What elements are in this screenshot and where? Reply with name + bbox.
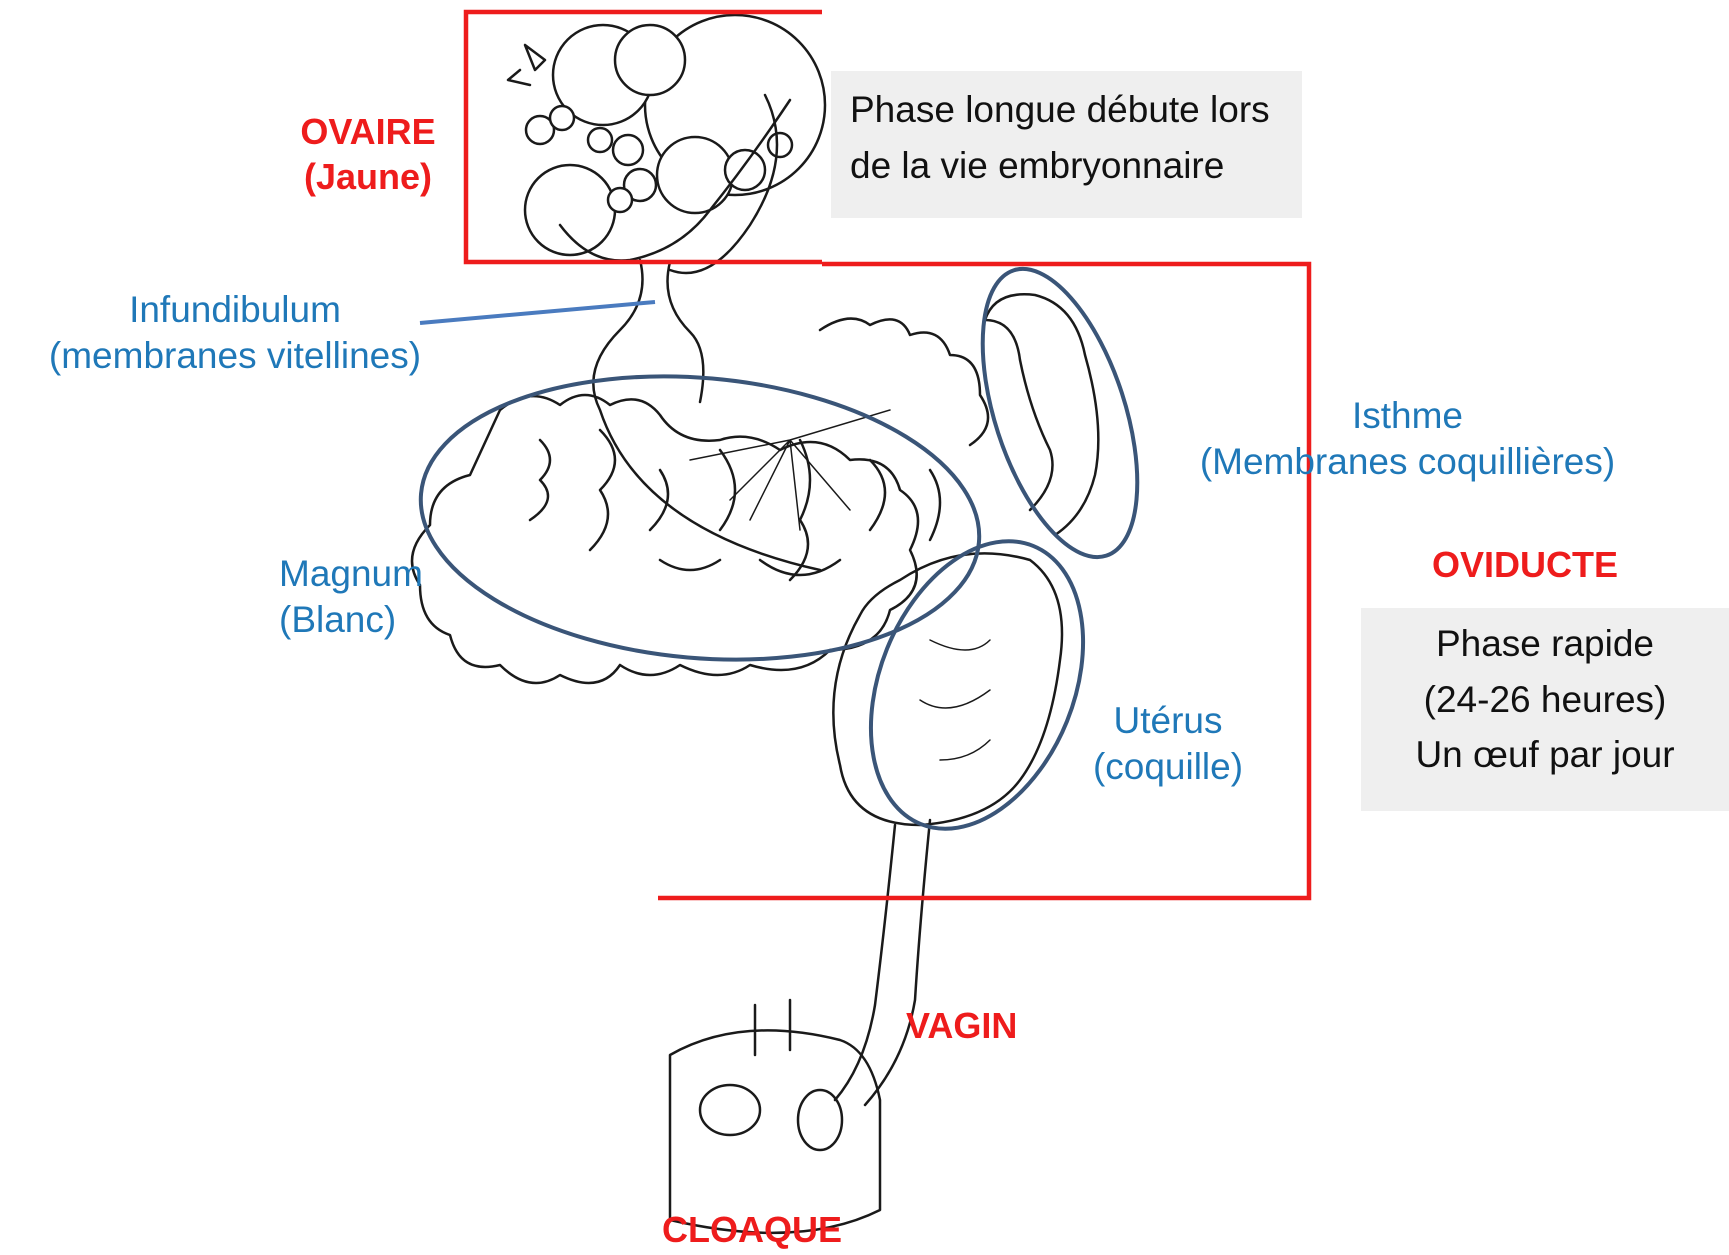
slow-phase-box: Phase longue débute lors de la vie embry…: [831, 71, 1302, 218]
ovary-title: OVAIRE: [283, 109, 453, 154]
magnum-label: Magnum (Blanc): [279, 551, 423, 644]
infundibulum-title: Infundibulum: [0, 287, 470, 333]
fast-phase-line2: (24-26 heures): [1361, 672, 1729, 728]
segment-rings: [409, 250, 1168, 860]
isthmus-subtitle: (Membranes coquillières): [1160, 439, 1655, 485]
magnum-subtitle: (Blanc): [279, 597, 423, 643]
oviduct-title: OVIDUCTE: [1432, 542, 1618, 587]
magnum-title: Magnum: [279, 551, 423, 597]
fast-phase-line3: Un œuf par jour: [1361, 727, 1729, 783]
vagina-title: VAGIN: [906, 1003, 1017, 1048]
magnum-ring: [409, 354, 991, 682]
fast-phase-line1: Phase rapide: [1361, 616, 1729, 672]
infundibulum-tube: [593, 260, 820, 570]
oviduct-label: OVIDUCTE: [1432, 542, 1618, 587]
ovary-subtitle: (Jaune): [283, 154, 453, 199]
cloaca-label: CLOAQUE: [662, 1207, 842, 1252]
vagina-label: VAGIN: [906, 1003, 1017, 1048]
uterus-subtitle: (coquille): [1068, 744, 1268, 790]
ovary-label: OVAIRE (Jaune): [283, 109, 453, 199]
fast-phase-box: Phase rapide (24-26 heures) Un œuf par j…: [1361, 608, 1729, 811]
isthmus-ring: [952, 250, 1168, 575]
infundibulum-subtitle: (membranes vitellines): [0, 333, 470, 379]
cloaca-shape: [670, 1030, 880, 1232]
uterus-title: Utérus: [1068, 698, 1268, 744]
isthmus-title: Isthme: [1160, 393, 1655, 439]
vagina-tube: [835, 820, 930, 1105]
slow-phase-line1: Phase longue débute lors: [850, 82, 1302, 138]
infundibulum-label: Infundibulum (membranes vitellines): [0, 287, 470, 380]
isthmus-loop: [985, 294, 1098, 535]
slow-phase-line2: de la vie embryonnaire: [850, 138, 1302, 194]
uterus-ring: [831, 510, 1123, 861]
uterus-label: Utérus (coquille): [1068, 698, 1268, 791]
isthmus-label: Isthme (Membranes coquillières): [1160, 393, 1655, 486]
magnum-coils: [412, 395, 918, 683]
cloaca-title: CLOAQUE: [662, 1207, 842, 1252]
